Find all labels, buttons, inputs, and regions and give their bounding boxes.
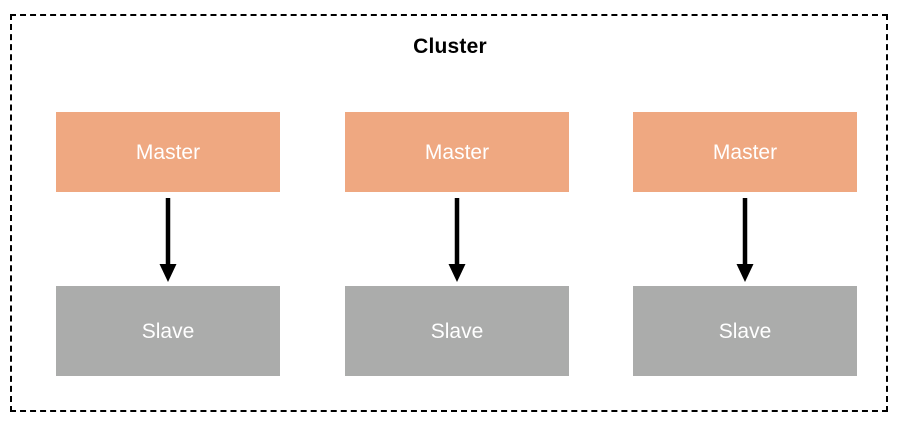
- master-node-3[interactable]: Master: [633, 112, 857, 192]
- replication-arrow-3: [730, 198, 760, 284]
- slave-node-1[interactable]: Slave: [56, 286, 280, 376]
- master-node-1[interactable]: Master: [56, 112, 280, 192]
- master-node-label: Master: [712, 140, 778, 164]
- slave-node-label: Slave: [430, 319, 484, 343]
- slave-node-label: Slave: [141, 319, 195, 343]
- master-node-label: Master: [424, 140, 490, 164]
- slave-node-2[interactable]: Slave: [345, 286, 569, 376]
- master-node-2[interactable]: Master: [345, 112, 569, 192]
- slave-node-3[interactable]: Slave: [633, 286, 857, 376]
- cluster-boundary: [10, 14, 888, 412]
- cluster-title: Cluster: [413, 35, 487, 58]
- replication-arrow-1: [153, 198, 183, 284]
- master-node-label: Master: [135, 140, 201, 164]
- replication-arrow-2: [442, 198, 472, 284]
- slave-node-label: Slave: [718, 319, 772, 343]
